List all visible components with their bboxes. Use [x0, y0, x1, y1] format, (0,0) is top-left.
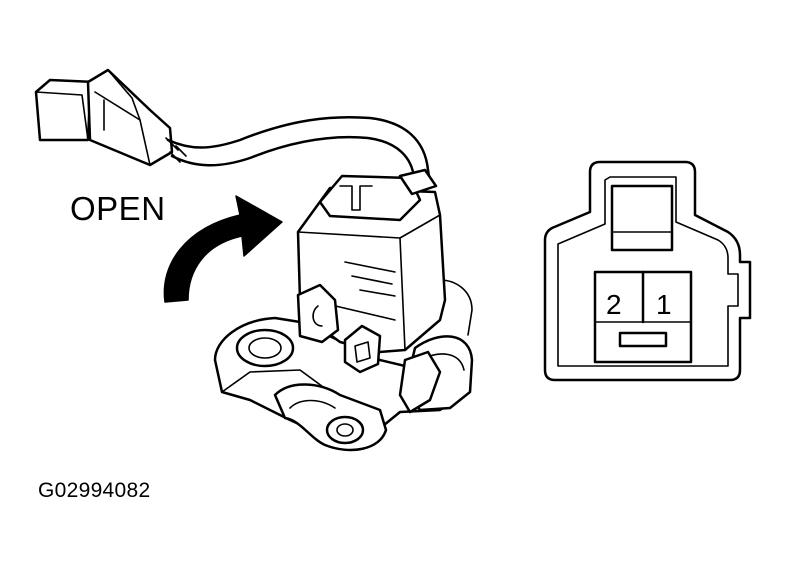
figure-code: G02994082: [38, 479, 151, 502]
rotation-arrow-icon: [163, 195, 283, 303]
connector-face: 2 1: [543, 160, 752, 382]
switch-assembly: [213, 168, 474, 452]
open-label: OPEN: [70, 190, 166, 227]
wire-harness: [165, 115, 432, 188]
pin-label-1: 1: [656, 289, 672, 320]
plug-connector: [34, 68, 174, 167]
pin-label-2: 2: [606, 289, 622, 320]
